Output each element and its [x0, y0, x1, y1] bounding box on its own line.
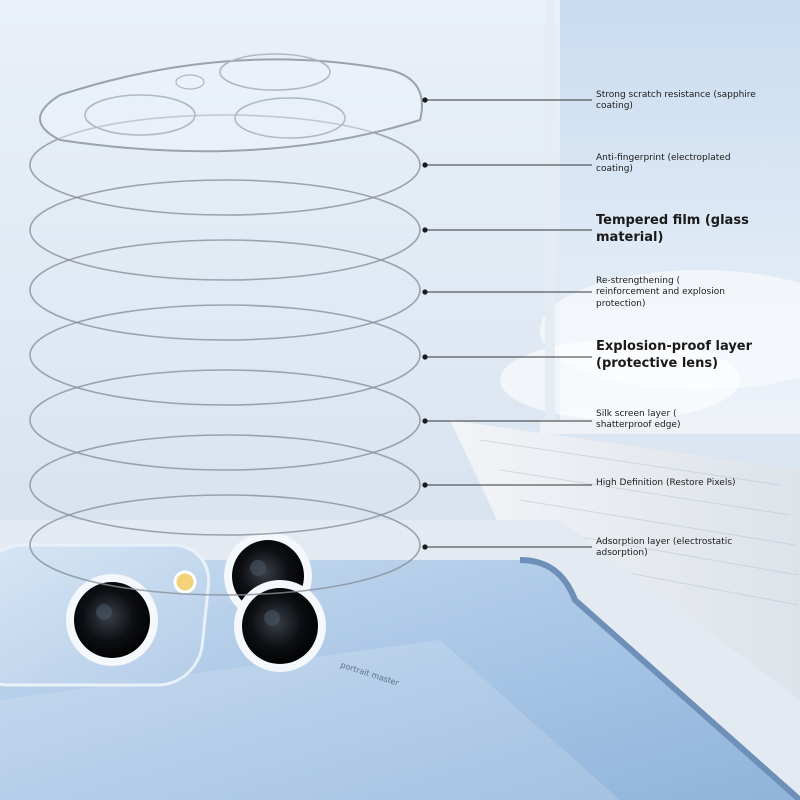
- label-line: coating): [596, 164, 633, 175]
- glass-ring: [29, 179, 421, 281]
- glass-ring: [29, 239, 421, 341]
- glass-ring: [29, 304, 421, 406]
- flash: [173, 570, 197, 594]
- glass-ring: [29, 369, 421, 471]
- label-tempered: Tempered film (glass material): [596, 213, 792, 247]
- label-line: Anti-fingerprint (electroplated: [596, 153, 731, 163]
- cloud: [500, 340, 740, 420]
- label-line: adsorption): [596, 548, 648, 559]
- glass-layers: [29, 114, 421, 596]
- window-sill: [540, 420, 800, 434]
- leader-lines: [425, 99, 592, 548]
- label-line: Explosion-proof layer: [596, 339, 753, 354]
- label-line: coating): [596, 101, 633, 112]
- phone-edge: [519, 557, 800, 800]
- label-line: High Definition (Restore Pixels): [596, 478, 736, 488]
- top-glass-plate: [39, 53, 423, 153]
- label-hd: High Definition (Restore Pixels): [596, 478, 792, 489]
- label-line: material): [596, 229, 664, 245]
- glass-ring: [29, 434, 421, 536]
- label-line: (protective lens): [596, 355, 719, 371]
- label-adsorption: Adsorption layer (electrostatic adsorpti…: [596, 537, 792, 560]
- label-line: Silk screen layer (: [596, 409, 677, 419]
- label-line: reinforcement and explosion: [596, 287, 725, 298]
- label-explosion: Explosion-proof layer (protective lens): [596, 339, 792, 373]
- label-scratch: Strong scratch resistance (sapphire coat…: [596, 90, 792, 113]
- label-line: Adsorption layer (electrostatic: [596, 537, 733, 547]
- camera-module: portrait master: [0, 532, 401, 688]
- label-silk: Silk screen layer ( shatterproof edge): [596, 409, 792, 432]
- label-restrengthening: Re-strengthening ( reinforcement and exp…: [596, 276, 792, 310]
- leader-dots: [422, 97, 428, 550]
- book-page-lines: [479, 439, 799, 606]
- label-line: Re-strengthening (: [596, 276, 681, 286]
- label-line: shatterproof edge): [596, 420, 681, 431]
- glass-ring: [29, 114, 421, 216]
- label-line: Strong scratch resistance (sapphire: [596, 90, 756, 100]
- window-frame: [545, 0, 555, 430]
- label-line: protection): [596, 298, 646, 309]
- glass-ring: [29, 494, 421, 596]
- label-fingerprint: Anti-fingerprint (electroplated coating): [596, 153, 792, 176]
- label-line: Tempered film (glass: [596, 213, 749, 228]
